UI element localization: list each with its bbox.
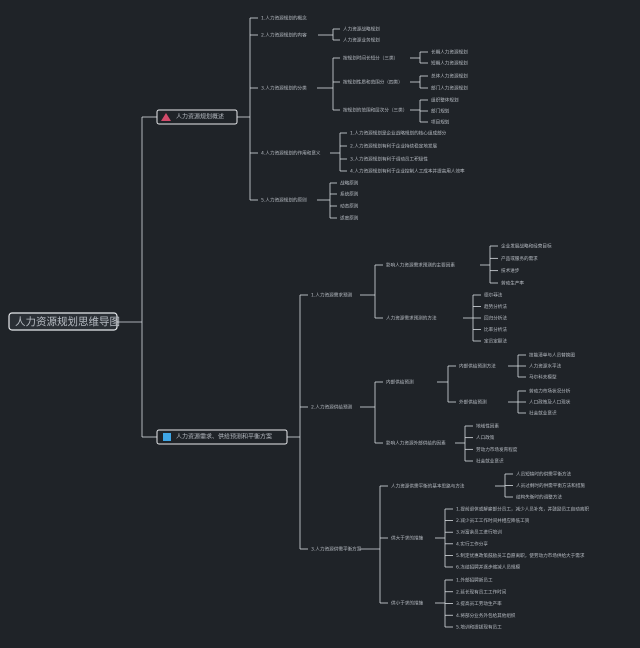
node-label: 1.外部招聘新员工	[456, 577, 493, 584]
node-label: 外部供给预测	[459, 399, 487, 406]
node-label: 比率分析法	[484, 326, 507, 333]
node-label: 1.人力资源规划是企业战略规划的核心组成部分	[350, 130, 447, 137]
node-label: 3.人力资源供需平衡方案	[311, 546, 362, 553]
node-label: 供大于求的措施	[391, 535, 424, 542]
node-label: 5.人力资源规划的原则	[261, 197, 307, 204]
node-label: 人力资源业务规划	[343, 37, 380, 44]
node-label: 人力资源需求预测的方法	[386, 315, 437, 322]
node-label: 人力资源水平法	[529, 363, 562, 370]
node-label: 组织整体规划	[431, 97, 459, 104]
node-label: 趋势分析法	[484, 303, 507, 310]
node-label: 按规划的范围和层次分（三类）	[343, 107, 407, 114]
node-label: 人员短缺时的供需平衡方法	[516, 471, 572, 478]
node-label: 6.冻结招聘并逐步缩减人员规模	[456, 564, 521, 571]
node-label: 1.提前退休或解雇部分员工，减少人员补充，并鼓励员工自动离职	[456, 506, 589, 513]
node-label: 劳动力市场状况分析	[529, 388, 571, 395]
node-label: 项目规划	[431, 119, 450, 126]
node-label: 技能清单与人员替换图	[529, 352, 575, 359]
node-label: 系统原则	[340, 191, 359, 198]
node-label: 按规划性质和范围分（四类）	[343, 79, 403, 86]
node-label: 影响人力资源需求预测的主要因素	[386, 262, 455, 269]
node-label: 5.培训和提拔现有员工	[456, 624, 502, 631]
node-label: 德尔菲法	[484, 292, 503, 299]
node-label: 2.减少员工工作时间并相应降低工资	[456, 517, 530, 524]
node-label: 人员过剩时的供需平衡方法和措施	[516, 482, 585, 489]
node-label: 3.人力资源规划的分类	[261, 85, 307, 92]
node-label: 人口政策及人口现状	[529, 399, 571, 406]
node-label: 地域性因素	[476, 423, 499, 430]
node-label: 人力资源供需平衡的基本思路与方法	[391, 483, 465, 490]
branch-label: 人力资源规划概述	[176, 113, 224, 121]
node-label: 内部供给预测方法	[459, 363, 496, 370]
node-label: 马尔科夫模型	[529, 374, 557, 381]
node-label: 产品或服务的需求	[501, 255, 538, 262]
node-label: 社会就业意识	[476, 458, 504, 465]
node-label: 劳动生产率	[501, 280, 524, 287]
node-label: 4.将部分业务外包给其他组织	[456, 612, 516, 619]
node-label: 1.人力资源需求预测	[311, 292, 353, 299]
node-label: 2.人力资源规划有利于企业持续稳定地发展	[350, 143, 437, 150]
node-label: 3.提高员工劳动生产率	[456, 600, 502, 607]
node-label: 结构失衡时的调整方法	[516, 494, 562, 501]
node-label: 社会就业意识	[529, 410, 557, 417]
triangle-flag-icon	[161, 113, 171, 121]
node-label: 3.人力资源规划有利于调动员工积极性	[350, 156, 428, 163]
node-label: 5.制定优惠政策鼓励员工自愿离职，使劳动力市场供给大于需求	[456, 552, 585, 559]
branch-label: 人力资源需求、供给预测和平衡方案	[176, 433, 272, 441]
node-label: 劳动力市场发育程度	[476, 446, 518, 453]
node-label: 4.人力资源规划有利于企业控制人工成本并提高用人效率	[350, 168, 465, 175]
node-label: 企业发展战略和经营目标	[501, 243, 552, 250]
node-label: 4.人力资源规划的作用和意义	[261, 150, 321, 157]
node-label: 人力资源战略规划	[343, 26, 380, 33]
node-label: 1.人力资源规划的概念	[261, 15, 307, 22]
node-label: 影响人力资源外部供给的因素	[386, 440, 446, 447]
node-label: 3.对富余员工进行培训	[456, 529, 502, 536]
node-label: 短期人力资源规划	[431, 60, 468, 67]
node-label: 动态原则	[340, 203, 359, 210]
node-label: 4.实行工作分享	[456, 540, 488, 547]
node-label: 总体人力资源规划	[431, 73, 468, 80]
node-label: 2.人力资源供给预测	[311, 404, 353, 411]
root-node	[8, 312, 118, 331]
node-label: 定员定额法	[484, 338, 507, 345]
node-label: 适度原则	[340, 215, 359, 222]
node-label: 回归分析法	[484, 315, 507, 322]
node-label: 按规划时间长短分（三类）	[343, 55, 398, 62]
node-label: 内部供给预测	[386, 379, 414, 386]
node-label: 2.延长现有员工工作时间	[456, 588, 507, 595]
node-label: 部门人力资源规划	[431, 85, 468, 92]
node-label: 2.人力资源规划的内容	[261, 32, 307, 39]
node-label: 战略原则	[340, 180, 359, 187]
node-label: 技术进步	[501, 267, 520, 274]
node-label: 供小于求的措施	[391, 600, 424, 607]
node-label: 部门规划	[431, 108, 450, 115]
node-label: 长期人力资源规划	[431, 49, 468, 56]
square-flag-icon	[163, 433, 171, 441]
root-label: 人力资源规划思维导图	[15, 315, 120, 328]
node-label: 人口政策	[476, 434, 495, 441]
